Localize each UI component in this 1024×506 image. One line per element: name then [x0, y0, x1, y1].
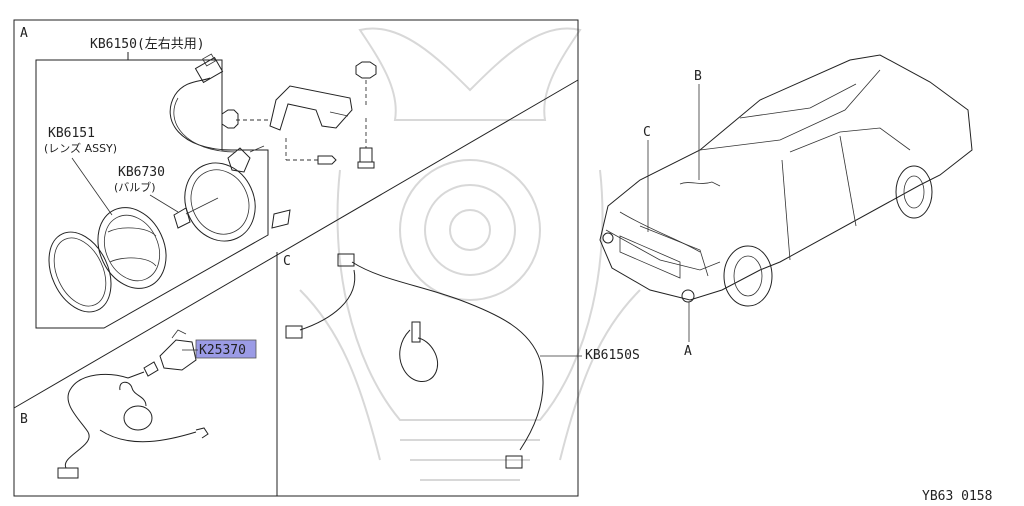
part-k25370-label: K25370	[199, 343, 246, 358]
section-c-drawing	[285, 253, 544, 469]
highlight-k25370	[195, 339, 257, 359]
diagram-code: YB63 0158	[922, 489, 992, 504]
section-b-label: B	[20, 412, 28, 427]
car-callout-a: A	[684, 344, 692, 359]
part-kb6151-label: KB6151	[48, 126, 95, 141]
car-callout-c: C	[643, 125, 651, 140]
section-a-drawing: KB6150(左右共用) KB6151 (レンズ ASSY) KB6730 (バ…	[35, 37, 377, 329]
part-kb6150s-label: KB6150S	[585, 348, 640, 363]
car-illustration	[599, 54, 973, 307]
part-kb6730-note: (バルブ)	[114, 180, 156, 194]
diagram-frame	[13, 19, 579, 497]
watermark-emblem	[299, 27, 641, 481]
section-b-drawing: K25370	[57, 329, 257, 479]
section-a-label: A	[20, 26, 28, 41]
car-callout-b: B	[694, 69, 702, 84]
part-kb6151-note: (レンズ ASSY)	[44, 141, 117, 155]
part-kb6150-label: KB6150(左右共用)	[90, 37, 205, 52]
section-c-label: C	[283, 254, 291, 269]
section-divider-diagonal	[13, 79, 579, 409]
part-kb6730-label: KB6730	[118, 165, 165, 180]
